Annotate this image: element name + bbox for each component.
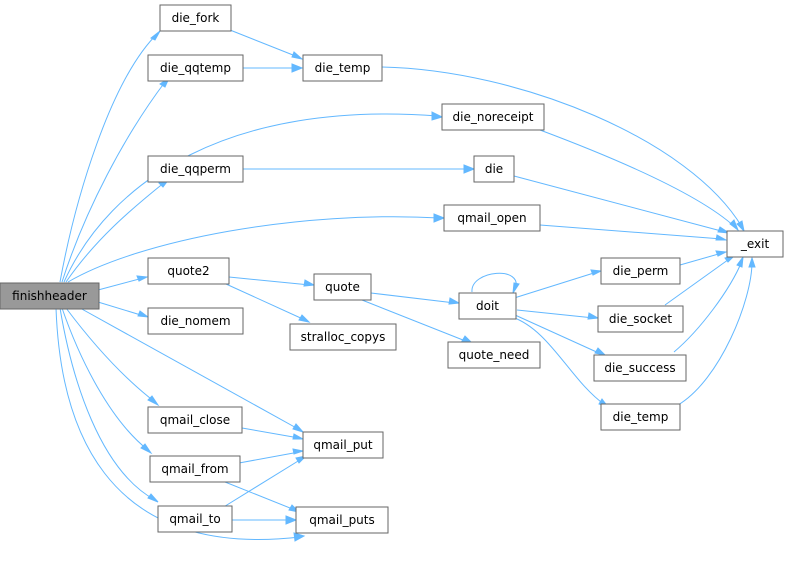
node-label-quote2: quote2 [167,264,209,278]
node-label-stralloc-copys: stralloc_copys [301,330,386,344]
node-qmail-to[interactable]: qmail_to [157,505,233,533]
node-label-die-qqperm: die_qqperm [160,162,231,176]
edge-finishheader-qmail-to [59,307,159,503]
edge-quote-doit [370,292,461,305]
edge-doit-die-socket [516,309,600,320]
node-label-qmail-from: qmail_from [161,462,228,476]
edge-qmail-to-qmail-puts [232,515,298,525]
node-die-temp-bottom[interactable]: die_temp [600,403,681,431]
edge-finishheader-quote2 [97,275,149,291]
node-label-qmail-to: qmail_to [169,512,220,526]
node-label-die-fork: die_fork [172,11,220,25]
node-label-qmail-puts: qmail_puts [309,513,375,527]
node-label-die-nomem: die_nomem [160,314,230,328]
edge-die-perm-exit [679,250,728,266]
node-qmail-close[interactable]: qmail_close [147,406,243,434]
node-label-quote: quote [325,280,360,294]
edge-die-exit [513,175,730,234]
edge-quote2-stralloc-copys [225,283,311,323]
node-quote-need[interactable]: quote_need [447,341,541,369]
edge-finishheader-qmail-puts [55,307,306,542]
node-label-quote-need: quote_need [459,348,530,362]
edge-finishheader-qmail-from [61,307,153,455]
edge-finishheader-die-nomem [97,301,150,318]
node-label-finishheader: finishheader [12,289,87,303]
node-label-exit: _exit [740,237,770,251]
edges-layer [55,29,756,542]
node-label-die-qqtemp: die_qqtemp [160,61,231,75]
node-finishheader[interactable]: finishheader [0,282,100,310]
edge-die-qqtemp-die-temp-top [243,63,304,73]
node-die-socket[interactable]: die_socket [597,305,684,333]
edge-doit-die-perm [510,269,603,300]
edge-die-success-exit [673,255,744,353]
edge-qmail-open-exit [539,224,728,241]
node-label-die-perm: die_perm [613,264,669,278]
node-die[interactable]: die [473,155,515,183]
edge-die-temp-top-exit [381,66,745,233]
edge-finishheader-qmail-close [65,307,160,407]
edge-quote2-quote [228,276,316,287]
node-label-die-success: die_success [604,361,675,375]
node-die-success[interactable]: die_success [593,354,687,382]
edge-doit-die-success [514,314,607,356]
nodes-layer: finishheader die_fork die_qqtemp die_tem… [0,4,784,534]
node-qmail-open[interactable]: qmail_open [443,204,541,232]
node-exit[interactable]: _exit [726,230,784,258]
node-label-doit: doit [476,299,499,313]
node-qmail-puts[interactable]: qmail_puts [295,506,389,534]
node-label-qmail-close: qmail_close [160,413,230,427]
node-label-die-temp-top: die_temp [315,61,371,75]
node-quote2[interactable]: quote2 [147,257,230,285]
edge-finishheader-qmail-put [79,307,305,433]
node-die-noreceipt[interactable]: die_noreceipt [441,103,545,131]
edge-qmail-from-qmail-puts [224,481,301,513]
edge-die-noreceipt-exit [539,129,740,232]
node-doit[interactable]: doit [458,292,517,320]
node-die-qqperm[interactable]: die_qqperm [147,155,244,183]
node-qmail-from[interactable]: qmail_from [149,455,241,483]
node-label-qmail-put: qmail_put [313,438,373,452]
node-die-nomem[interactable]: die_nomem [147,307,244,335]
edge-die-qqperm-die [243,164,476,174]
edge-die-temp-bottom-exit [677,256,756,406]
edge-finishheader-die-fork [59,30,161,283]
node-die-perm[interactable]: die_perm [600,257,681,285]
node-die-temp-top[interactable]: die_temp [302,54,383,82]
node-label-die-noreceipt: die_noreceipt [453,110,534,124]
edge-qmail-from-qmail-put [238,448,305,464]
node-label-die-temp-bottom: die_temp [613,410,669,424]
node-label-qmail-open: qmail_open [457,211,526,225]
node-label-die: die [485,162,503,176]
edge-finishheader-die-noreceipt [63,111,444,283]
edge-die-fork-die-temp-top [229,29,304,60]
node-die-qqtemp[interactable]: die_qqtemp [147,54,244,82]
edge-finishheader-qmail-open [67,213,446,283]
edge-qmail-close-qmail-put [241,427,305,440]
node-stralloc-copys[interactable]: stralloc_copys [289,323,397,351]
node-qmail-put[interactable]: qmail_put [302,431,384,459]
node-label-die-socket: die_socket [609,312,672,326]
edge-doit-doit [471,272,520,294]
node-quote[interactable]: quote [313,273,372,301]
node-die-fork[interactable]: die_fork [159,4,232,32]
